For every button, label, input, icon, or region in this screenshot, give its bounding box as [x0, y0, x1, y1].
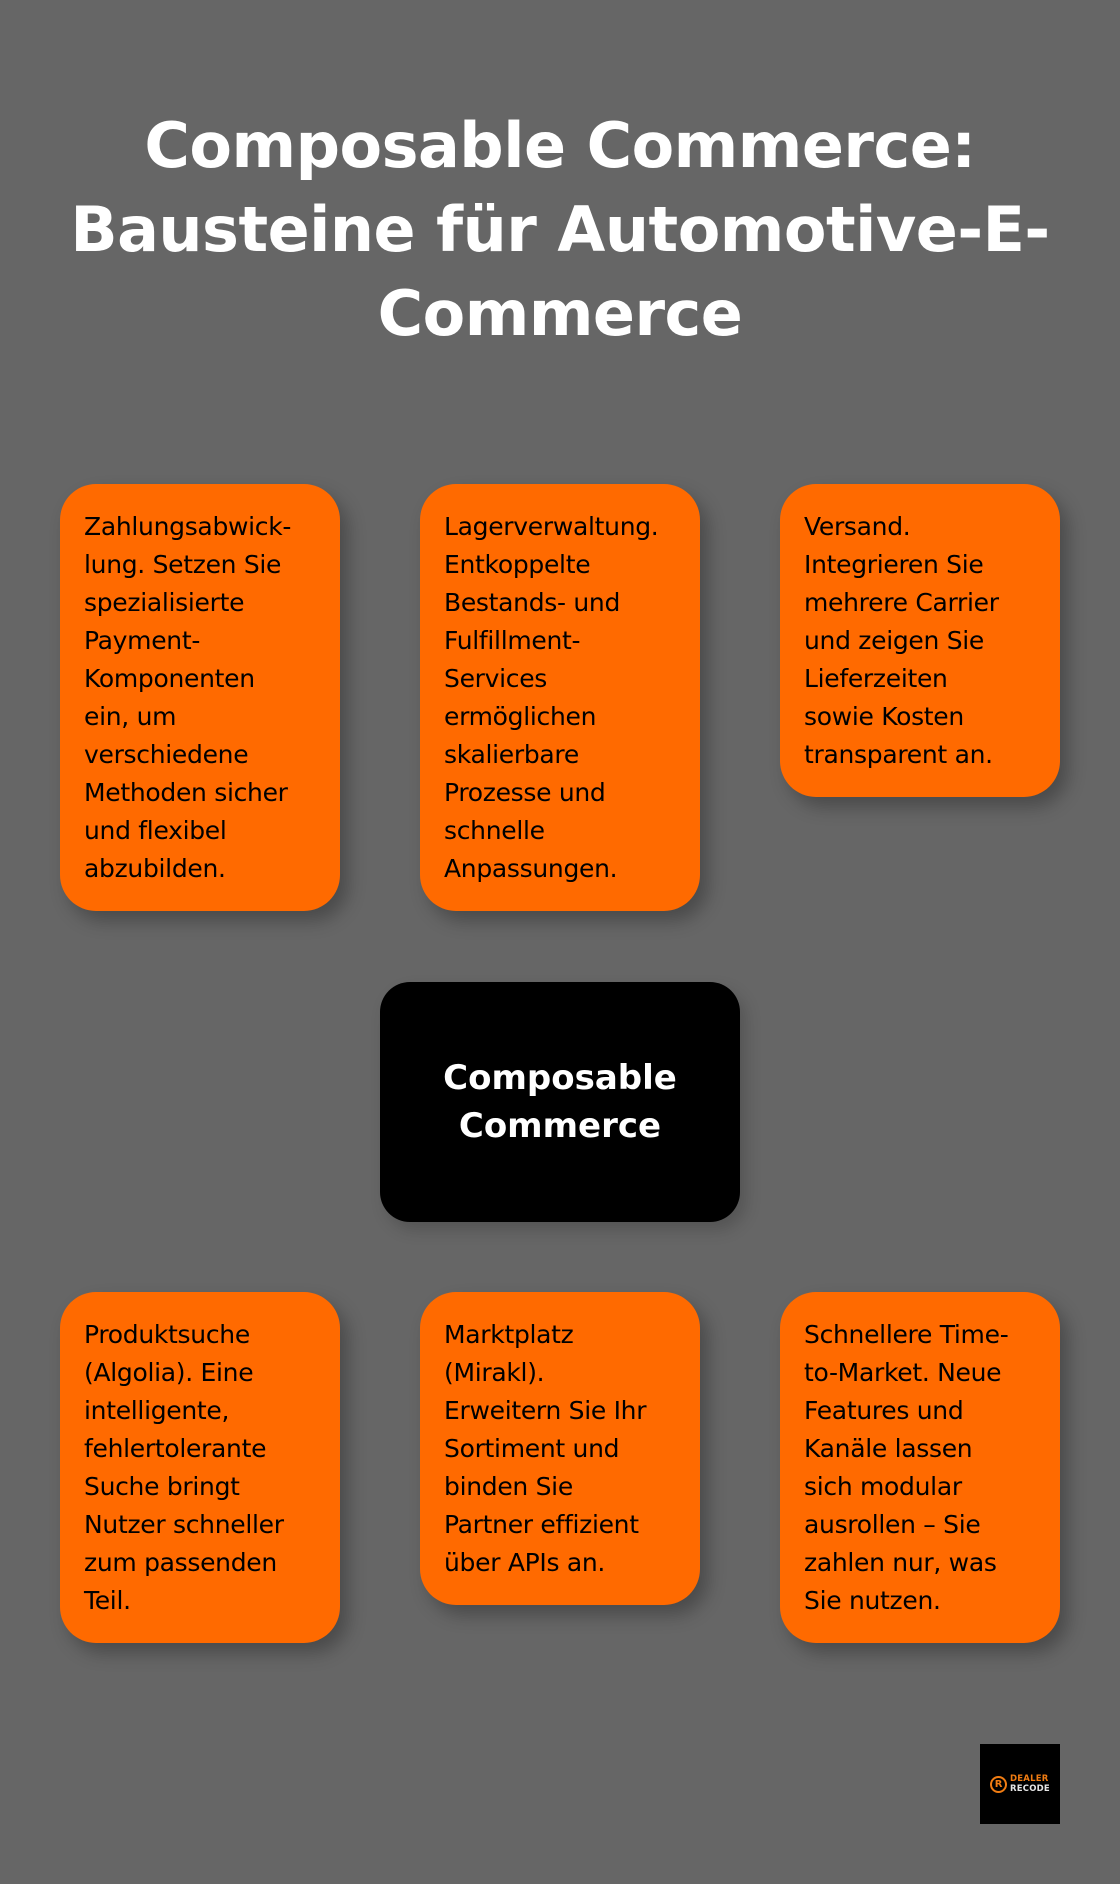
title-line-1: Composable Commerce:	[144, 109, 976, 182]
card-inventory-text: Lagerverwaltung. Entkoppelte Bestands- u…	[444, 512, 659, 883]
title-line-2: Bausteine für Automotive-E-	[70, 193, 1050, 266]
center-node-label: Composable Commerce	[443, 1058, 677, 1146]
card-payment-text: Zahlungsabwick- lung. Setzen Sie spezial…	[84, 512, 292, 883]
card-shipping: Versand. Integrieren Sie mehrere Carrier…	[780, 484, 1060, 797]
logo-line-2: RECODE	[1010, 1784, 1050, 1794]
card-marketplace: Marktplatz (Mirakl). Erweitern Sie Ihr S…	[420, 1292, 700, 1605]
card-time-to-market-text: Schnellere Time- to-Market. Neue Feature…	[804, 1320, 1009, 1615]
infographic-title: Composable Commerce: Bausteine für Autom…	[60, 104, 1060, 356]
logo-wordmark: DEALER RECODE	[1010, 1774, 1050, 1794]
r-circle-logo-icon: R	[990, 1775, 1008, 1793]
title-line-3: Commerce	[377, 277, 743, 350]
card-product-search: Produktsuche (Algolia). Eine intelligent…	[60, 1292, 340, 1643]
center-node-composable-commerce: Composable Commerce	[380, 982, 740, 1222]
card-shipping-text: Versand. Integrieren Sie mehrere Carrier…	[804, 512, 999, 769]
card-inventory: Lagerverwaltung. Entkoppelte Bestands- u…	[420, 484, 700, 911]
card-marketplace-text: Marktplatz (Mirakl). Erweitern Sie Ihr S…	[444, 1320, 647, 1577]
card-product-search-text: Produktsuche (Algolia). Eine intelligent…	[84, 1320, 284, 1615]
logo-line-1: DEALER	[1010, 1774, 1049, 1784]
card-time-to-market: Schnellere Time- to-Market. Neue Feature…	[780, 1292, 1060, 1643]
card-payment: Zahlungsabwick- lung. Setzen Sie spezial…	[60, 484, 340, 911]
dealer-recode-logo: R DEALER RECODE	[980, 1744, 1060, 1824]
